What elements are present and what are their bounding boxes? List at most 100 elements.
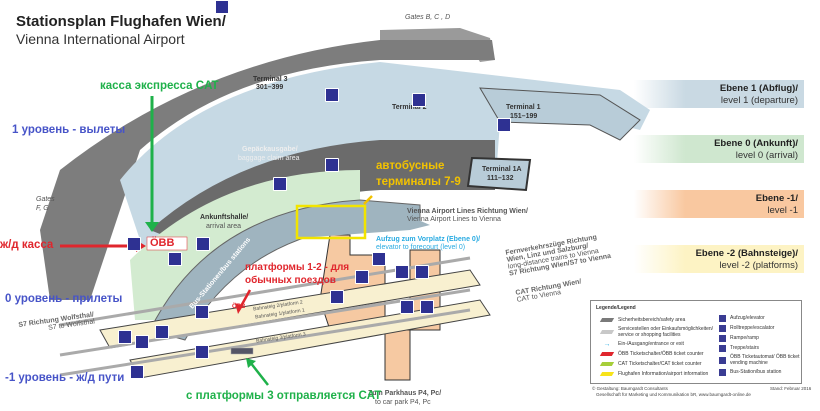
elevator-icon [412, 93, 426, 107]
annotation-bus-terminals-2: терминалы 7-9 [376, 176, 461, 188]
footer-credit-1: © Gestaltung: Baumgardt Consultants [592, 386, 668, 391]
bus-terminals-pointer [363, 195, 373, 205]
info-swatch [599, 372, 615, 376]
cat-counter-swatch [599, 362, 615, 366]
level-0-band: Ebene 0 (Ankunft)/level 0 (arrival) [634, 135, 804, 163]
legend-item: CAT Ticketschalter/CAT ticket counter [599, 359, 718, 369]
stairs-icon [372, 252, 386, 266]
elevator-forecourt-de: Aufzug zum Vorplatz (Ebene 0)/ [376, 236, 481, 243]
annotation-cat-platform3: с платформы 3 отправляется CAT [186, 390, 382, 402]
legend-right-column: Aufzug/elevator Rolltreppe/escalator Ram… [719, 313, 800, 377]
val-en-label: Vienna Airport Lines to Vienna [407, 216, 501, 223]
legend-item: Bus-Station/bus station [719, 367, 800, 377]
level-m2-en: level -2 (platforms) [719, 260, 798, 271]
obb-counter-swatch [599, 352, 615, 356]
legend-box: Legende/Legend Sicherheitsbereich/safety… [590, 300, 802, 384]
service-area-swatch [599, 330, 615, 334]
elevator-icon [130, 365, 144, 379]
level-m2-de: Ebene -2 (Bahnsteige)/ [695, 248, 798, 259]
legend-item: Sicherheitsbereich/safety area [599, 315, 718, 325]
legend-title: Legende/Legend [596, 305, 636, 311]
gates-fg-label-2: F, G [36, 205, 49, 212]
page-title: Stationsplan Flughafen Wien/ [16, 13, 226, 30]
ticket-machine-icon [155, 325, 169, 339]
terminal1a-range: 111–132 [487, 175, 514, 182]
annotation-level-minus1: -1 уровень - ж/д пути [5, 372, 125, 384]
elevator-icon [719, 314, 726, 322]
annotation-rail-ticket: ж/д касса [0, 239, 54, 251]
legend-item: Rolltreppe/escalator [719, 323, 800, 333]
obb-ticket-counter [146, 236, 188, 251]
ramp-icon [273, 177, 287, 191]
escalator-icon [330, 290, 344, 304]
obb-platform-logo: ÖBB [232, 304, 246, 310]
escalator-icon [719, 324, 726, 332]
arrival-area-de: Ankunftshalle/ [200, 214, 249, 221]
parking-de: Zum Parkhaus P4, Pc/ [368, 390, 442, 397]
level-0-de: Ebene 0 (Ankunft)/ [714, 138, 798, 149]
platforms-pointer [238, 289, 252, 309]
baggage-claim-de: Gepäckausgabe/ [242, 146, 298, 153]
level-minus2-band: Ebene -2 (Bahnsteige)/level -2 (platform… [634, 245, 804, 273]
page-subtitle: Vienna International Airport [16, 31, 185, 47]
footer-date: Stand: Februar 2016 [770, 386, 812, 391]
annotation-platforms-12-1: платформы 1-2 - для [245, 262, 350, 273]
legend-item: Servicestellen oder Einkaufsmöglichkeite… [599, 325, 718, 339]
escalator-icon [400, 300, 414, 314]
cat-ticket-sign [230, 347, 254, 355]
elevator-icon [355, 270, 369, 284]
bus-terminals-highlight [295, 204, 367, 240]
level-1-en: level 1 (departure) [720, 95, 798, 106]
terminal1-label: Terminal 1 [506, 104, 541, 111]
terminal3-range: 301–399 [256, 84, 284, 91]
elevator-icon [325, 88, 339, 102]
gates-bcd-label: Gates B, C , D [405, 14, 451, 21]
stairs-icon [415, 265, 429, 279]
legend-left-column: Sicherheitsbereich/safety area Servicest… [599, 315, 718, 379]
annotation-cat-ticket: касса экспресса CAT [100, 80, 219, 92]
ramp-icon [168, 252, 182, 266]
annotation-platforms-12-2: обычных поездов [245, 275, 336, 286]
escalator-icon [395, 265, 409, 279]
legend-item: →Ein-/Ausgang/entrance or exit [601, 339, 718, 349]
level-m1-de: Ebene -1/ [755, 193, 798, 204]
terminal1-range: 151–199 [510, 113, 538, 120]
legend-item: Rampe/ramp [719, 333, 800, 343]
stairs-icon [719, 344, 726, 352]
platform-1-2 [99, 269, 481, 349]
annotation-bus-terminals-1: автобусные [376, 160, 445, 172]
legend-item: Aufzug/elevator [719, 313, 800, 323]
footer-credit-2: Gesellschaft für Marketing und Kommunika… [596, 392, 751, 397]
annotation-level1: 1 уровень - вылеты [12, 124, 126, 136]
level-m1-en: level -1 [767, 205, 798, 216]
elevator-icon [135, 335, 149, 349]
obb-logo: ÖBB [150, 237, 175, 249]
val-de-label: Vienna Airport Lines Richtung Wien/ [407, 208, 528, 215]
legend-item: ÖBB Ticketschalter/ÖBB ticket counter [599, 349, 718, 359]
entrance-arrow-icon: → [603, 340, 611, 348]
arrival-area [130, 170, 360, 320]
escalator-icon [195, 305, 209, 319]
stairs-icon [215, 0, 229, 14]
elevator-icon [127, 237, 141, 251]
level-1-de: Ebene 1 (Abflug)/ [719, 83, 798, 94]
stairs-icon [420, 300, 434, 314]
cat-platform-pointer [249, 361, 269, 386]
arrival-area-en: arrival area [206, 223, 242, 230]
stairs-icon [195, 345, 209, 359]
terminal3-label: Terminal 3 [253, 76, 288, 83]
gates-fg-label-1: Gates [36, 196, 55, 203]
ticket-machine-icon [118, 330, 132, 344]
ramp-icon [719, 334, 726, 342]
annotation-level0: 0 уровень - прилеты [5, 293, 123, 305]
level-1-band: Ebene 1 (Abflug)/level 1 (departure) [634, 80, 804, 108]
ticket-machine-icon [196, 237, 210, 251]
bus-road [290, 208, 430, 238]
level-minus1-band: Ebene -1/level -1 [634, 190, 804, 218]
legend-item: ÖBB Ticketautomat/ ÖBB ticket vending ma… [719, 353, 800, 367]
terminal1a-label: Terminal 1A [482, 166, 522, 173]
safety-area-swatch [599, 318, 615, 322]
legend-item: Flughafen Information/airport informatio… [599, 369, 718, 379]
bus-station-icon [719, 368, 726, 376]
parking-en: to car park P4, Pc [375, 399, 431, 406]
